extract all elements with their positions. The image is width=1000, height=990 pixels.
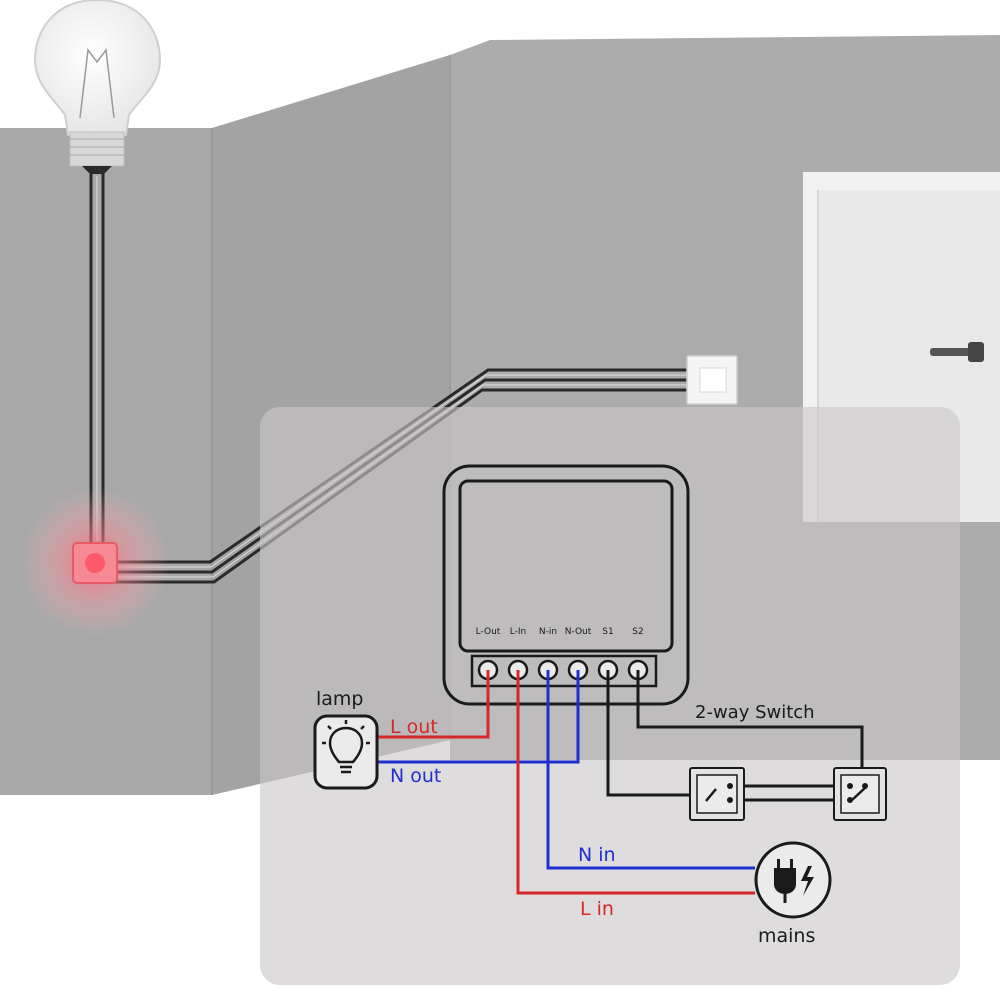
door-handle-icon <box>930 342 984 362</box>
terminal-label-l-out: L-Out <box>476 627 501 637</box>
two-way-switch-right <box>833 767 887 821</box>
n-in-label: N in <box>578 844 616 866</box>
mains-label: mains <box>758 925 815 947</box>
lamp-label: lamp <box>316 688 364 710</box>
l-out-label: L out <box>390 716 438 738</box>
terminal-label-n-in: N-in <box>539 627 557 637</box>
terminal-label-s2: S2 <box>632 627 643 637</box>
mains-plug-icon <box>774 859 814 903</box>
lamp-bulb-icon <box>322 720 370 774</box>
n-out-label: N out <box>390 765 441 787</box>
terminal-label-s1: S1 <box>602 627 613 637</box>
left-wall <box>0 128 212 795</box>
l-in-label: L in <box>580 898 614 920</box>
wire-l-out <box>375 670 490 739</box>
labels: lamp 2-way Switch mains L out N out N in… <box>316 627 815 947</box>
light-bulb-icon <box>33 0 162 174</box>
terminal-label-n-out: N-Out <box>565 627 592 637</box>
wire-l-in <box>516 670 755 895</box>
terminal-block <box>470 654 658 688</box>
module-location-glow <box>20 487 170 637</box>
wire-n-out <box>375 670 580 764</box>
terminal-label-l-in: L-In <box>510 627 526 637</box>
wire-s1 <box>606 670 700 797</box>
wire-n-in <box>546 670 755 870</box>
switch-label: 2-way Switch <box>695 702 815 723</box>
two-way-switch-left <box>689 767 745 821</box>
wire-s2 <box>636 670 864 785</box>
mains-device <box>754 841 832 919</box>
wires <box>375 670 864 895</box>
wall-switch <box>686 355 738 405</box>
diagram-panel <box>260 407 960 985</box>
lamp-device <box>313 714 379 790</box>
